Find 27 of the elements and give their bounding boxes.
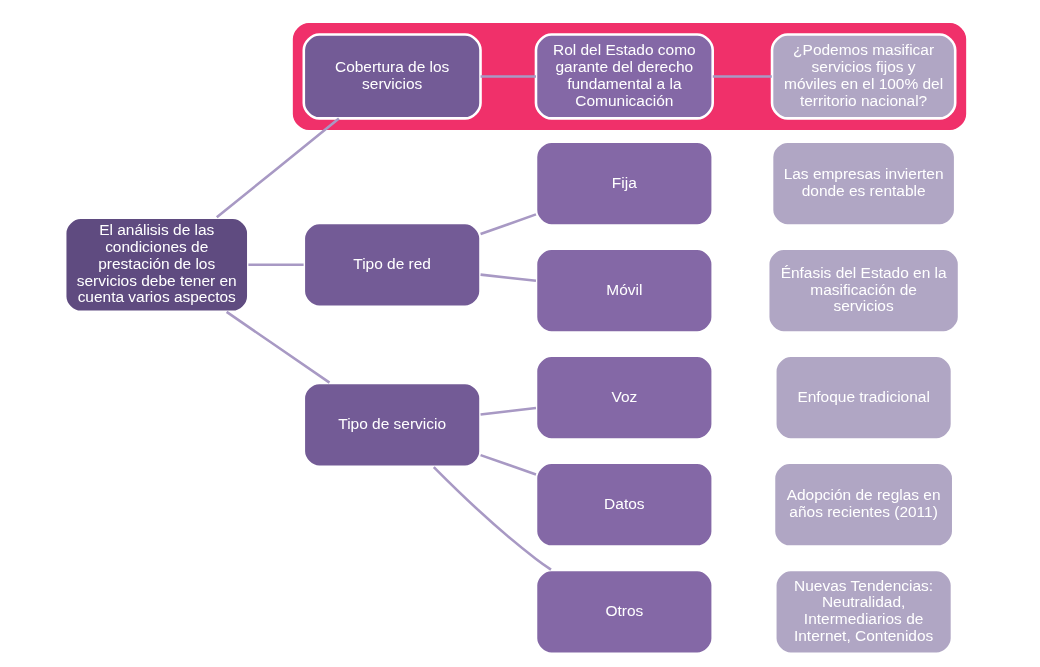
connector (479, 213, 536, 236)
connector (479, 453, 536, 476)
node-box: ¿Podemos masificar servicios fijos y móviles en el 100% del territorio nacional? (770, 33, 956, 120)
node-box: Adopción de reglas en años recientes (2011) (772, 461, 955, 548)
node-box: Cobertura de los servicios (302, 33, 482, 120)
node-box: El análisis de las condiciones de prestación de los servicios debe tener en cuenta varios aspectos (63, 216, 250, 314)
node-box: Nuevas Tendencias: Neutralidad, Intermediarios de Internet, Contenidos (773, 568, 953, 655)
connector (480, 75, 536, 78)
connector (225, 310, 330, 384)
connector (247, 263, 304, 267)
connector (479, 406, 536, 416)
node-box: Énfasis del Estado en la masificación de servicios (766, 247, 960, 334)
node-box: Otros (534, 568, 714, 655)
node-box: Fija (534, 140, 714, 227)
node-box: Rol del Estado como garante del derecho fundamental a la Comunicación (534, 33, 714, 120)
node-box: Voz (534, 354, 714, 441)
node-box: Enfoque tradicional (773, 354, 953, 441)
node-box: Las empresas invierten donde es rentable (770, 140, 956, 227)
node-box: Tipo de servicio (302, 381, 482, 468)
node-box: Datos (534, 461, 714, 548)
cluster (292, 22, 966, 130)
connector (432, 466, 552, 571)
node-box: Móvil (534, 247, 714, 334)
connector (215, 117, 340, 219)
connector (479, 273, 536, 283)
connector (712, 75, 772, 78)
node-box: Tipo de red (302, 221, 482, 309)
